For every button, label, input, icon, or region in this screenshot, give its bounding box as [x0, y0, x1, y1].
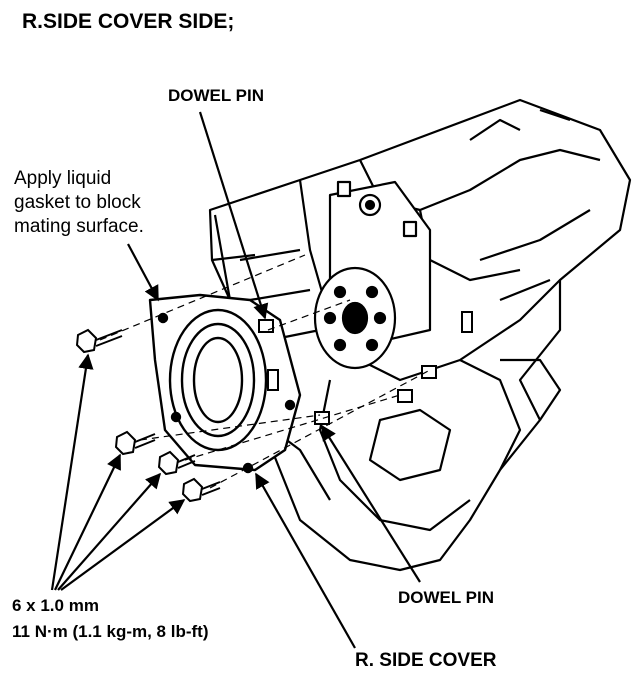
leader-bolt-4: [60, 499, 186, 591]
pulley-disc: [313, 266, 397, 370]
torque-label: 11 N·m (1.1 kg-m, 8 lb-ft): [12, 622, 209, 641]
side-cover-label: R. SIDE COVER: [355, 650, 497, 671]
leader-bolt-1: [50, 353, 94, 591]
apply-gasket-line-3: mating surface.: [14, 216, 144, 237]
leader-bolt-2: [54, 453, 121, 591]
apply-gasket-line-2: gasket to block: [14, 192, 141, 213]
leader-side-cover: [255, 472, 356, 649]
page-title: R.SIDE COVER SIDE;: [22, 10, 235, 33]
bolt-size-label: 6 x 1.0 mm: [12, 596, 99, 615]
leader-bolt-3: [57, 472, 162, 591]
dowel-pin-top-label: DOWEL PIN: [168, 86, 265, 105]
bolt-4: [181, 477, 221, 503]
dowel-pin-bottom-label: DOWEL PIN: [398, 588, 495, 607]
alignment-lines: [99, 254, 431, 489]
bolts: [75, 328, 221, 503]
bolt-1: [75, 328, 123, 354]
leader-apply-gasket: [127, 243, 159, 302]
dowel-pins: [258, 311, 473, 425]
apply-gasket-line-1: Apply liquid: [14, 168, 112, 189]
bolt-3: [157, 450, 196, 476]
right-side-cover: [148, 293, 302, 474]
leader-dowel-bottom: [321, 424, 421, 583]
leader-lines: [50, 111, 421, 649]
bolt-2: [114, 430, 156, 456]
leader-dowel-top: [198, 111, 269, 320]
